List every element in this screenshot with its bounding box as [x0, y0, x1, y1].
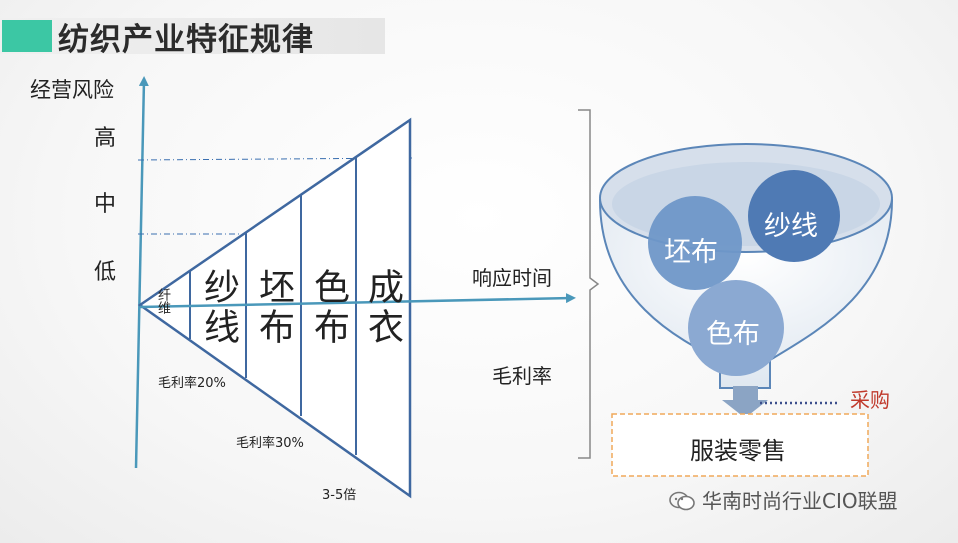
margin-label-30: 毛利率30%	[236, 436, 304, 451]
procurement-label: 采购	[850, 388, 890, 412]
retail-label: 服装零售	[690, 437, 786, 465]
bubble-label-yarn: 纱线	[764, 211, 818, 242]
value-chain-triangle	[137, 117, 412, 499]
margin-label-multiple: 3-5倍	[322, 488, 357, 503]
x-axis	[139, 293, 576, 309]
title-bar	[0, 18, 385, 54]
risk-level-high: 高	[94, 126, 117, 151]
bubble-dyed-cloth	[688, 280, 784, 376]
stage-label-yarn: 纱线	[198, 268, 239, 348]
title-accent-block	[2, 20, 52, 52]
page-title: 纺织产业特征规律	[58, 22, 314, 58]
y-axis	[134, 76, 149, 469]
bubble-grey-cloth	[648, 196, 742, 290]
gross-margin-label: 毛利率	[492, 364, 552, 388]
stage-label-fiber: 纤维	[155, 288, 170, 314]
risk-level-mid: 中	[94, 192, 117, 217]
footer-brand: 华南时尚行业CIO联盟	[702, 489, 898, 513]
y-axis-title: 经营风险	[30, 78, 114, 102]
retail-box	[611, 413, 869, 477]
stage-label-garment: 成衣	[362, 268, 403, 348]
brace	[578, 109, 600, 459]
wechat-icon	[669, 491, 695, 511]
response-time-label: 响应时间	[472, 266, 552, 290]
risk-level-low: 低	[94, 260, 117, 285]
bubble-label-dyed-cloth: 色布	[706, 319, 760, 350]
bubble-yarn	[748, 170, 840, 262]
stage-label-grey-cloth: 坯布	[253, 268, 294, 348]
bubble-label-grey-cloth: 坯布	[664, 237, 718, 268]
margin-label-20: 毛利率20%	[158, 376, 226, 391]
down-arrow	[722, 386, 768, 418]
stage-label-dyed-cloth: 色布	[308, 268, 349, 348]
